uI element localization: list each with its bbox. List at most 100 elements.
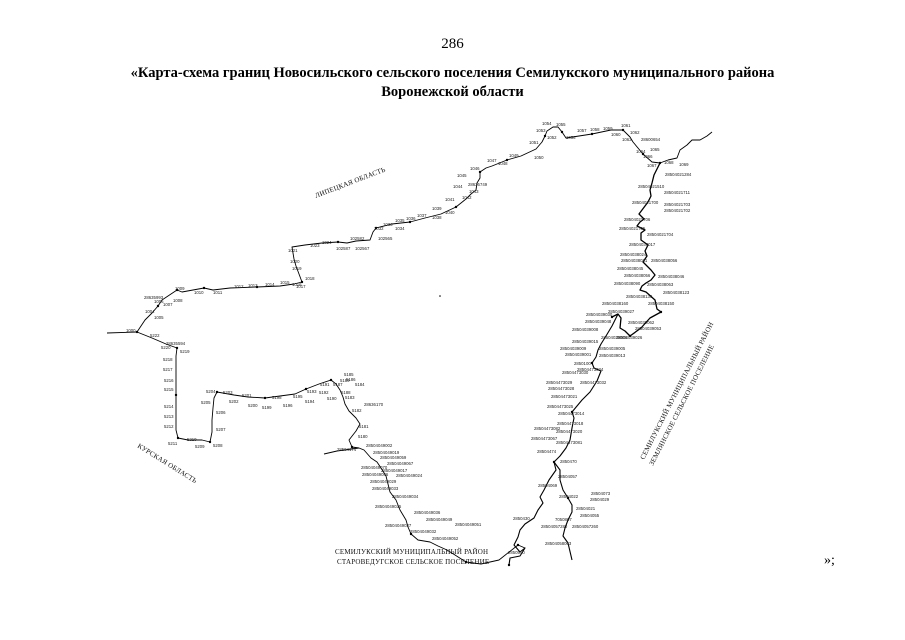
svg-text:1012: 1012 <box>234 284 244 289</box>
svg-text:28504069: 28504069 <box>538 483 558 488</box>
svg-text:5217: 5217 <box>163 367 173 372</box>
svg-text:1004: 1004 <box>145 309 155 314</box>
svg-text:1005: 1005 <box>154 315 164 320</box>
svg-text:5186: 5186 <box>346 377 356 382</box>
svg-text:1007: 1007 <box>163 302 173 307</box>
svg-text:28504039001: 28504039001 <box>565 352 592 357</box>
svg-text:5220: 5220 <box>161 345 171 350</box>
svg-text:1057: 1057 <box>577 128 587 133</box>
svg-text:28504049086: 28504049086 <box>362 472 389 477</box>
region-label-starovedugskoe-1: СЕМИЛУКСКИЙ МУНИЦИПАЛЬНЫЙ РАЙОН <box>335 548 488 556</box>
svg-text:28504473025: 28504473025 <box>547 404 574 409</box>
svg-text:1065: 1065 <box>650 147 660 152</box>
svg-text:1064: 1064 <box>636 149 646 154</box>
svg-text:1014: 1014 <box>265 282 275 287</box>
svg-text:1010: 1010 <box>194 290 204 295</box>
svg-text:1067: 1067 <box>647 163 657 168</box>
svg-text:5215: 5215 <box>164 387 174 392</box>
svg-text:1062: 1062 <box>630 130 640 135</box>
svg-text:1018: 1018 <box>305 276 315 281</box>
svg-text:1042: 1042 <box>462 195 472 200</box>
svg-text:5210: 5210 <box>187 437 197 442</box>
svg-text:5222: 5222 <box>150 333 160 338</box>
svg-text:28504473021: 28504473021 <box>551 394 578 399</box>
svg-text:28504049024: 28504049024 <box>396 473 423 478</box>
svg-text:28504039015: 28504039015 <box>572 339 599 344</box>
svg-text:28504038056: 28504038056 <box>624 273 651 278</box>
svg-text:102587: 102587 <box>336 246 351 251</box>
boundary-line <box>106 126 713 566</box>
svg-text:1040: 1040 <box>445 210 455 215</box>
svg-text:5207: 5207 <box>216 427 226 432</box>
svg-text:1063: 1063 <box>622 137 632 142</box>
svg-text:1050: 1050 <box>534 155 544 160</box>
svg-text:28504473014: 28504473014 <box>558 411 585 416</box>
svg-text:28504057: 28504057 <box>558 474 578 479</box>
dense-point-labels: 28504049002 28504049019 28504049059 2850… <box>361 172 692 555</box>
svg-text:5199: 5199 <box>262 405 272 410</box>
svg-text:102565: 102565 <box>378 236 393 241</box>
svg-text:1037: 1037 <box>417 213 427 218</box>
region-label-kursk: КУРСКАЯ ОБЛАСТЬ <box>136 442 198 485</box>
svg-text:2850470: 2850470 <box>560 459 577 464</box>
svg-text:28504073: 28504073 <box>591 491 611 496</box>
svg-text:1055: 1055 <box>556 122 566 127</box>
svg-text:28636170: 28636170 <box>364 402 384 407</box>
svg-text:28504029: 28504029 <box>590 497 610 502</box>
svg-text:28504473034: 28504473034 <box>577 367 604 372</box>
svg-text:5182: 5182 <box>352 408 362 413</box>
svg-text:5183: 5183 <box>345 395 355 400</box>
svg-text:1059: 1059 <box>603 126 613 131</box>
svg-text:28600654: 28600654 <box>641 137 661 142</box>
svg-text:28504473028: 28504473028 <box>548 386 575 391</box>
svg-text:28635993: 28635993 <box>144 295 164 300</box>
svg-text:1060: 1060 <box>611 132 621 137</box>
svg-text:1008: 1008 <box>173 298 183 303</box>
svg-text:1015: 1015 <box>280 280 290 285</box>
svg-text:28504038090: 28504038090 <box>614 281 641 286</box>
svg-text:1009: 1009 <box>175 286 185 291</box>
region-label-starovedugskoe-2: СТАРОВЕДУГСКОЕ СЕЛЬСКОЕ ПОСЕЛЕНИЕ <box>337 558 489 566</box>
svg-text:5206: 5206 <box>216 410 226 415</box>
svg-text:5194: 5194 <box>305 399 315 404</box>
svg-text:5211: 5211 <box>168 441 178 446</box>
svg-text:1036: 1036 <box>406 216 416 221</box>
svg-text:28504473067: 28504473067 <box>531 436 558 441</box>
svg-text:1034: 1034 <box>395 226 405 231</box>
svg-text:28504039026: 28504039026 <box>616 335 643 340</box>
svg-text:5196: 5196 <box>283 403 293 408</box>
svg-text:28504039006: 28504039006 <box>601 335 628 340</box>
svg-text:28504473018: 28504473018 <box>557 421 584 426</box>
svg-text:28504473032: 28504473032 <box>580 380 607 385</box>
svg-text:1038: 1038 <box>432 215 442 220</box>
svg-text:28504049035: 28504049035 <box>375 504 402 509</box>
svg-text:28504039005: 28504039005 <box>599 346 626 351</box>
svg-text:28504039048: 28504039048 <box>585 319 612 324</box>
svg-text:1033: 1033 <box>383 222 393 227</box>
svg-text:1061: 1061 <box>621 123 631 128</box>
svg-text:5202: 5202 <box>229 399 239 404</box>
svg-text:1039: 1039 <box>432 206 442 211</box>
svg-text:1045: 1045 <box>457 173 467 178</box>
svg-text:28504049019: 28504049019 <box>373 450 400 455</box>
svg-text:5208: 5208 <box>213 443 223 448</box>
svg-text:1069: 1069 <box>679 162 689 167</box>
svg-text:1006: 1006 <box>154 299 164 304</box>
svg-text:1044: 1044 <box>453 184 463 189</box>
svg-text:28636749: 28636749 <box>468 182 488 187</box>
svg-text:5185: 5185 <box>344 372 354 377</box>
closing-quote-mark: »; <box>824 553 835 568</box>
svg-text:28504038024: 28504038024 <box>620 252 647 257</box>
svg-text:28504021711: 28504021711 <box>664 190 691 195</box>
svg-text:28504038150: 28504038150 <box>648 301 675 306</box>
svg-text:1035: 1035 <box>395 218 405 223</box>
svg-text:102582: 102582 <box>350 236 365 241</box>
svg-text:1046: 1046 <box>470 166 480 171</box>
svg-text:5204: 5204 <box>206 389 216 394</box>
svg-text:28504049032: 28504049032 <box>410 529 437 534</box>
svg-text:28504039053: 28504039053 <box>635 326 662 331</box>
svg-text:28504038031: 28504038031 <box>621 258 648 263</box>
svg-text:1019: 1019 <box>292 266 302 271</box>
svg-text:5192: 5192 <box>319 390 329 395</box>
